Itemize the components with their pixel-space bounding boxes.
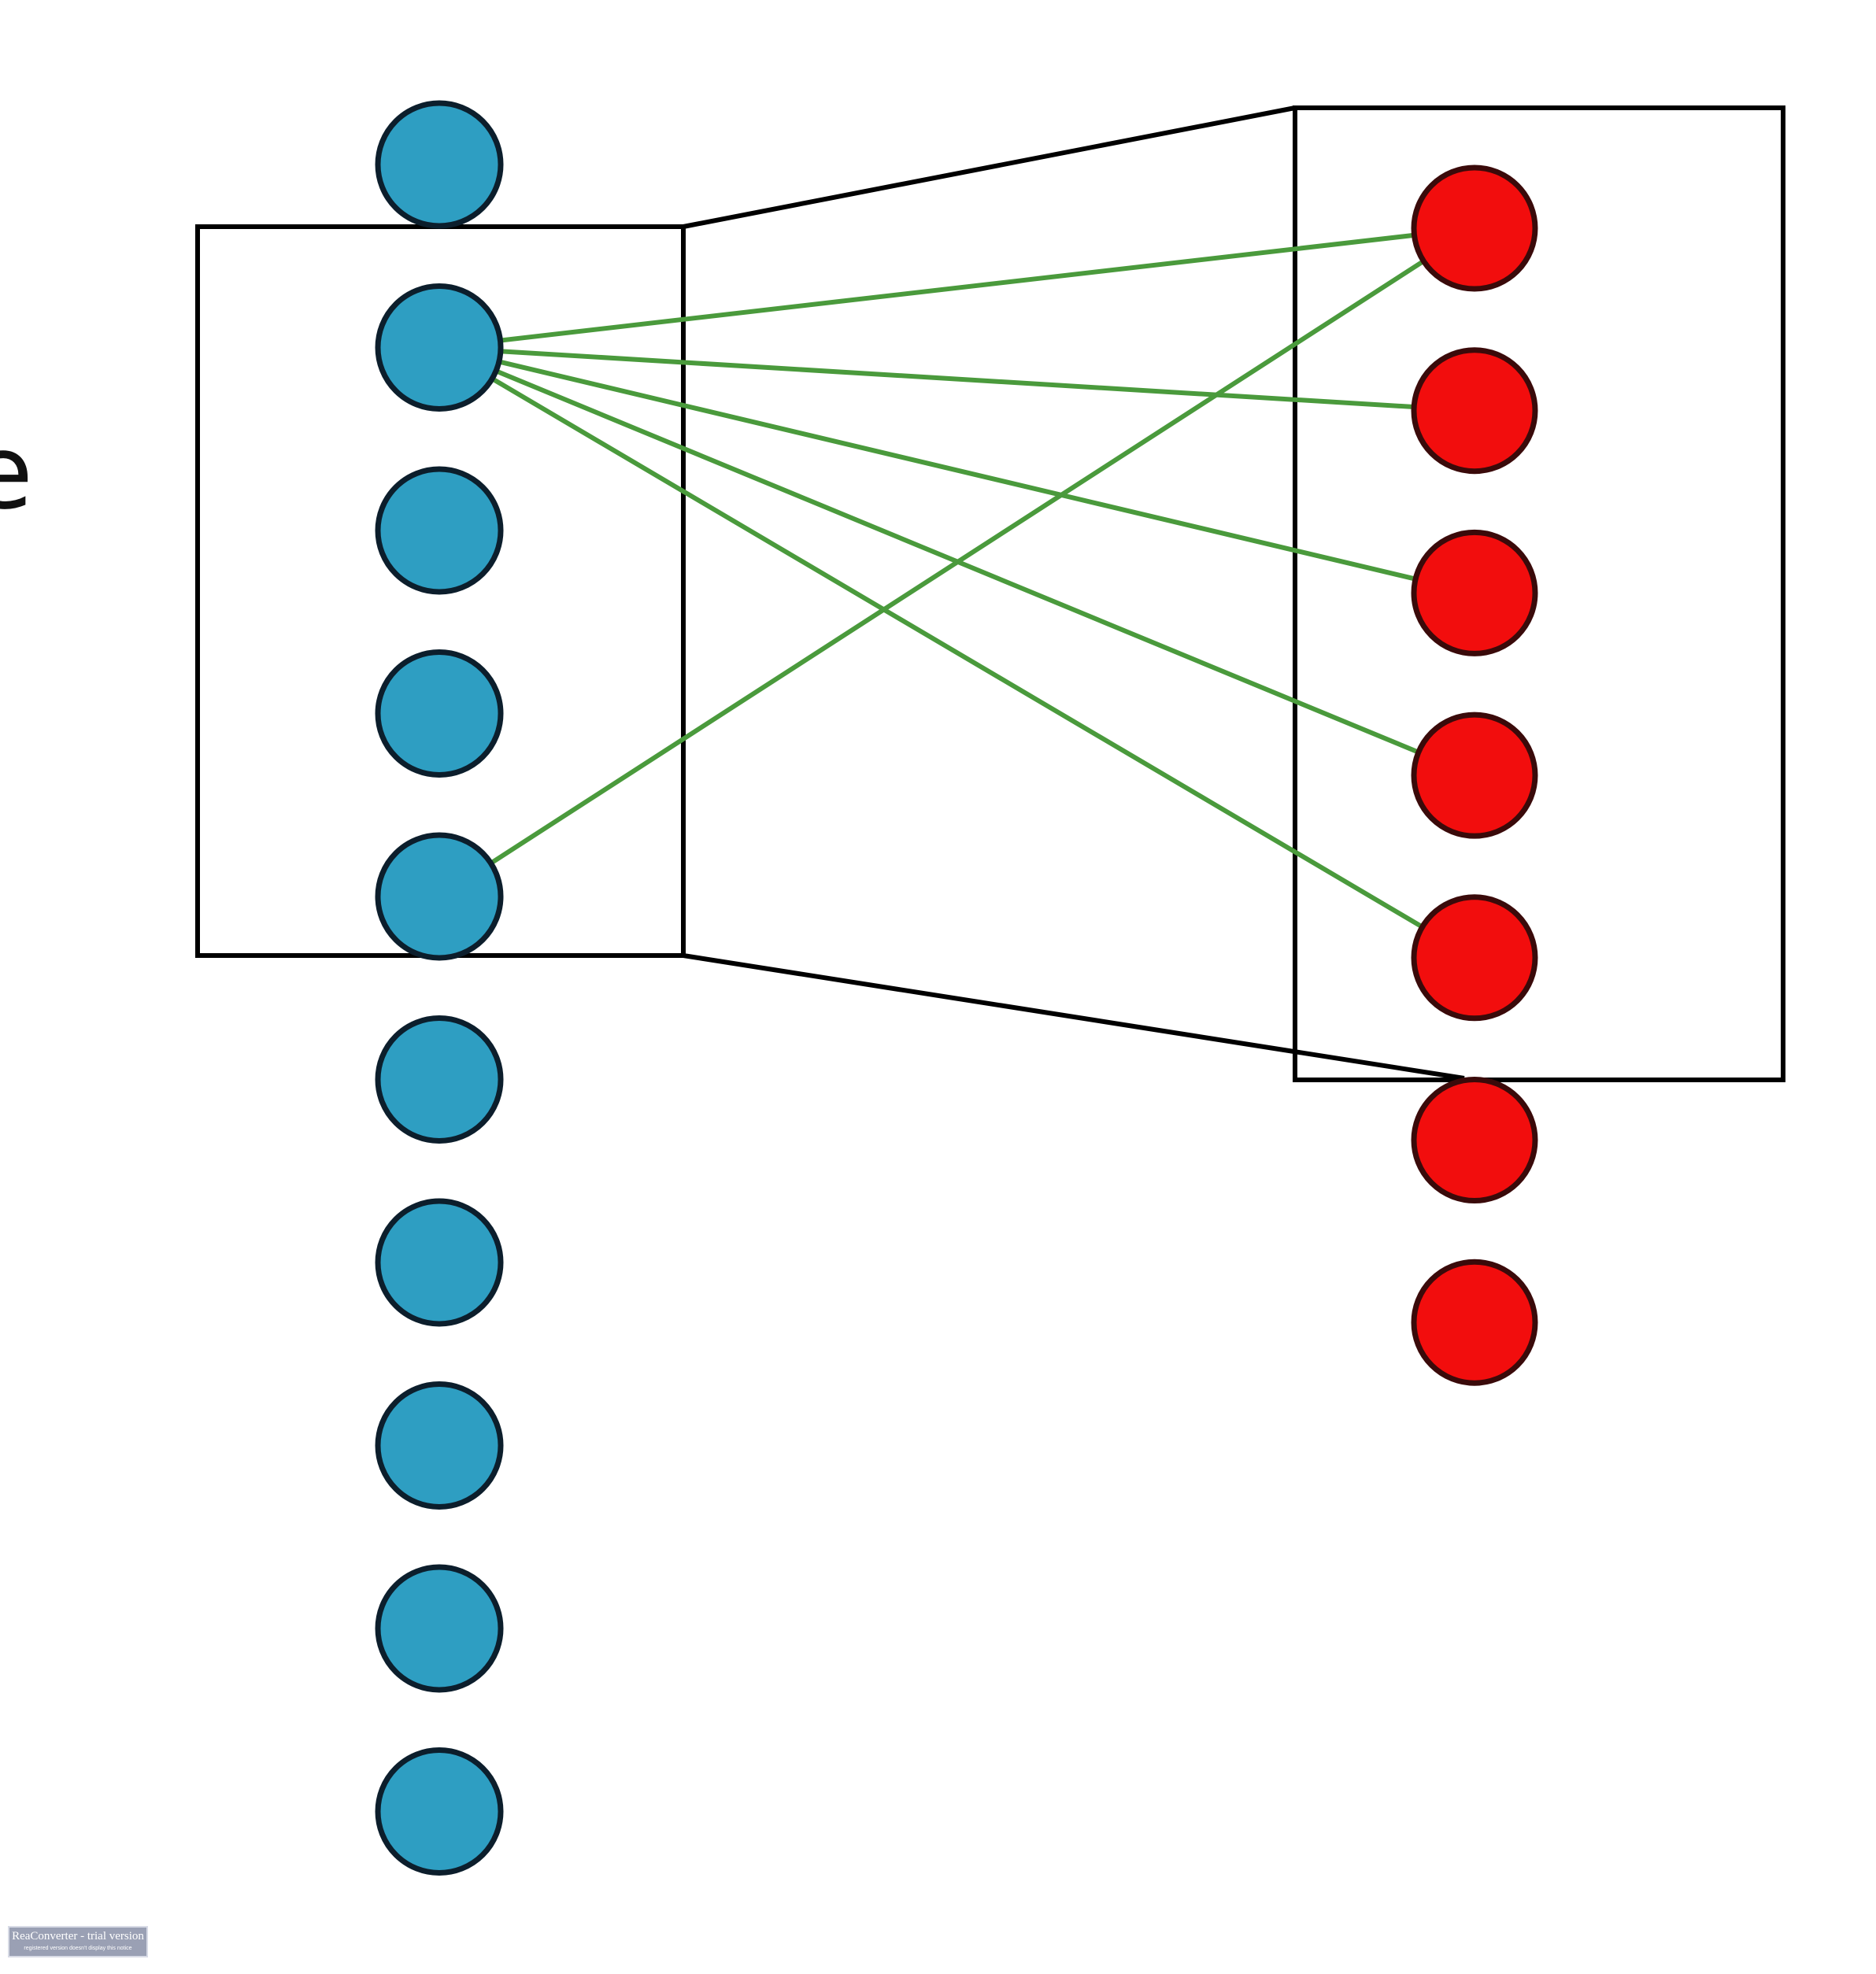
output-neuron	[1411, 529, 1538, 656]
watermark-title: ReaConverter - trial version	[12, 1930, 144, 1943]
output-window-frame	[1293, 105, 1785, 1082]
output-neuron	[1411, 164, 1538, 292]
input-neuron	[375, 466, 504, 595]
input-neuron	[375, 832, 504, 961]
connection-edge	[437, 345, 1477, 413]
input-neuron	[375, 1015, 504, 1144]
output-neuron	[1411, 1077, 1538, 1203]
input-neuron	[375, 100, 504, 229]
connection-edge	[437, 345, 1477, 960]
connection-edge	[437, 226, 1477, 350]
cropped-edge-text: e	[0, 412, 33, 532]
watermark-badge: ReaConverter - trial version registered …	[8, 1926, 148, 1957]
input-neuron	[375, 1381, 504, 1510]
output-neuron	[1411, 712, 1538, 839]
zoom-connector-bottom	[683, 953, 1465, 1081]
zoom-connector-top	[683, 105, 1296, 229]
watermark-notice: registered version doesn't display this …	[24, 1946, 132, 1951]
input-neuron	[375, 649, 504, 778]
input-neuron	[375, 1564, 504, 1693]
input-neuron	[375, 1198, 504, 1327]
connection-edge	[437, 226, 1477, 899]
input-neuron	[375, 283, 504, 412]
output-neuron	[1411, 347, 1538, 475]
connection-edge	[437, 345, 1477, 596]
output-neuron	[1411, 1259, 1538, 1386]
input-neuron	[375, 1747, 504, 1876]
output-neuron	[1411, 894, 1538, 1022]
